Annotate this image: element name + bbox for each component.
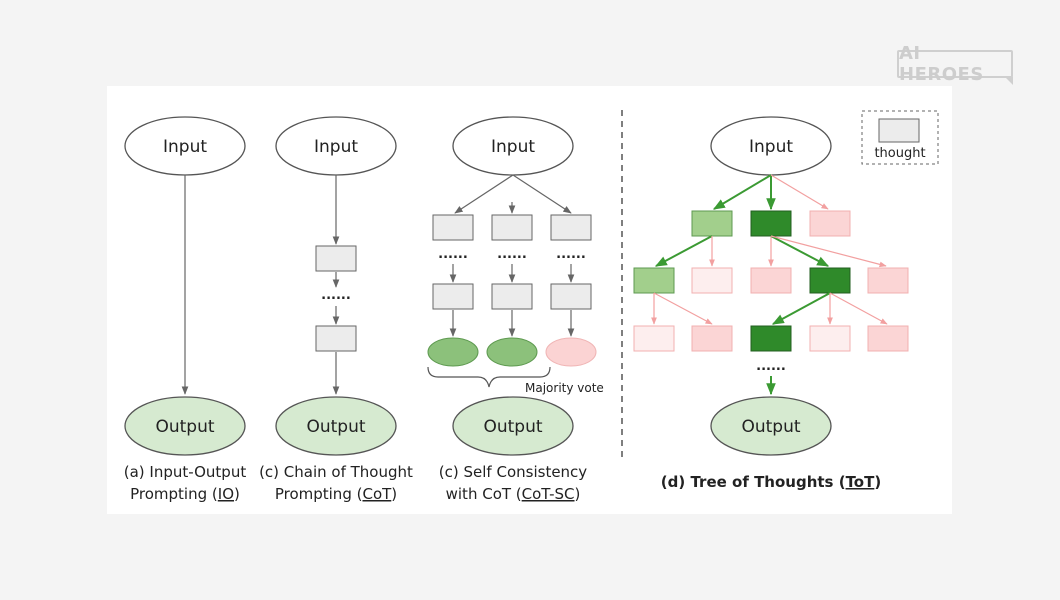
tot-dots: ...... xyxy=(756,359,786,374)
io-caption-line2: Prompting (IO) xyxy=(130,485,240,503)
cot-link[interactable]: CoT xyxy=(362,485,392,503)
cot-input-label: Input xyxy=(314,137,358,157)
tot-thought-l2e xyxy=(867,267,909,294)
cotsc-thought-l2 xyxy=(432,283,474,310)
io-caption-line1: (a) Input-Output xyxy=(124,463,247,481)
tot-edge-l1b-l2d xyxy=(770,235,830,267)
cot-thought-1 xyxy=(315,245,357,272)
cot-caption-line2: Prompting (CoT) xyxy=(275,485,397,503)
cotsc-majority-vote-label: Majority vote xyxy=(525,381,604,395)
cot-column: Input ...... Output (c) Chain of Thought… xyxy=(259,116,413,503)
cotsc-dots-r: ...... xyxy=(556,247,586,262)
cotsc-branch-right xyxy=(512,174,572,214)
tot-caption: (d) Tree of Thoughts (ToT) xyxy=(661,473,881,491)
cotsc-caption-line1: (c) Self Consistency xyxy=(439,463,588,481)
tot-edge-l1b-l2e xyxy=(770,235,887,268)
tot-input-label: Input xyxy=(749,137,793,157)
tot-thought-l2b xyxy=(691,267,733,294)
cotsc-thought-m2 xyxy=(491,283,533,310)
tot-thought-l1c xyxy=(809,210,851,237)
cotsc-dots-l: ...... xyxy=(438,247,468,262)
cotsc-branch-left xyxy=(454,174,514,214)
cot-output-node xyxy=(275,396,397,456)
cotsc-link[interactable]: CoT-SC xyxy=(522,485,575,503)
tot-thought-l1b xyxy=(750,210,792,237)
cot-output-label: Output xyxy=(306,417,365,437)
io-output-label: Output xyxy=(155,417,214,437)
legend: thought xyxy=(861,110,939,165)
io-link[interactable]: IO xyxy=(218,485,234,503)
io-column: Input Output (a) Input-Output Prompting … xyxy=(124,116,247,503)
tot-thought-l2a xyxy=(633,267,675,294)
legend-thought-label: thought xyxy=(874,146,925,161)
cot-dots: ...... xyxy=(321,288,351,303)
tot-thought-l2d xyxy=(809,267,851,294)
tot-output-label: Output xyxy=(741,417,800,437)
cotsc-dots-m: ...... xyxy=(497,247,527,262)
cotsc-output-node xyxy=(452,396,574,456)
tot-diagram: Input Output (a) Input-Output Prompting … xyxy=(124,110,939,503)
tot-thought-l3c xyxy=(750,325,792,352)
io-output-node xyxy=(124,396,246,456)
cotsc-majority-brace xyxy=(427,366,551,388)
tot-thought-l1a xyxy=(691,210,733,237)
cotsc-answer-pink xyxy=(545,337,597,367)
cotsc-thought-l1 xyxy=(432,214,474,241)
cotsc-answer-green-1 xyxy=(427,337,479,367)
cotsc-thought-r1 xyxy=(550,214,592,241)
tot-thought-l3d xyxy=(809,325,851,352)
legend-thought-swatch xyxy=(878,118,920,143)
cotsc-thought-m1 xyxy=(491,214,533,241)
diagram-panel: Input Output (a) Input-Output Prompting … xyxy=(107,86,952,514)
ai-heroes-watermark: AI HEROES xyxy=(897,43,1013,85)
tot-output-node xyxy=(710,396,832,456)
tot-column: Input ...... O xyxy=(633,116,909,491)
tot-thought-l3e xyxy=(867,325,909,352)
cotsc-thought-r2 xyxy=(550,283,592,310)
cotsc-output-label: Output xyxy=(483,417,542,437)
cotsc-column: Input ...... ...... ...... Majority vote… xyxy=(427,116,604,503)
cotsc-caption-line2: with CoT (CoT-SC) xyxy=(446,485,581,503)
legend-box xyxy=(861,110,939,165)
cotsc-answer-green-2 xyxy=(486,337,538,367)
tot-edge-l1a-l2a xyxy=(654,235,713,267)
tot-link[interactable]: ToT xyxy=(846,473,876,491)
io-input-label: Input xyxy=(163,137,207,157)
cot-caption-line1: (c) Chain of Thought xyxy=(259,463,413,481)
tot-edge-l2a-l3b xyxy=(653,292,713,325)
cotsc-input-label: Input xyxy=(491,137,535,157)
tot-edge-in-l1a xyxy=(712,174,772,210)
tot-thought-l2c xyxy=(750,267,792,294)
tot-thought-l3a xyxy=(633,325,675,352)
cot-thought-2 xyxy=(315,325,357,352)
tot-edge-l2d-l3c xyxy=(771,292,831,325)
tot-edge-l2d-l3e xyxy=(829,292,888,325)
tot-edge-in-l1c xyxy=(770,174,829,210)
tot-thought-l3b xyxy=(691,325,733,352)
